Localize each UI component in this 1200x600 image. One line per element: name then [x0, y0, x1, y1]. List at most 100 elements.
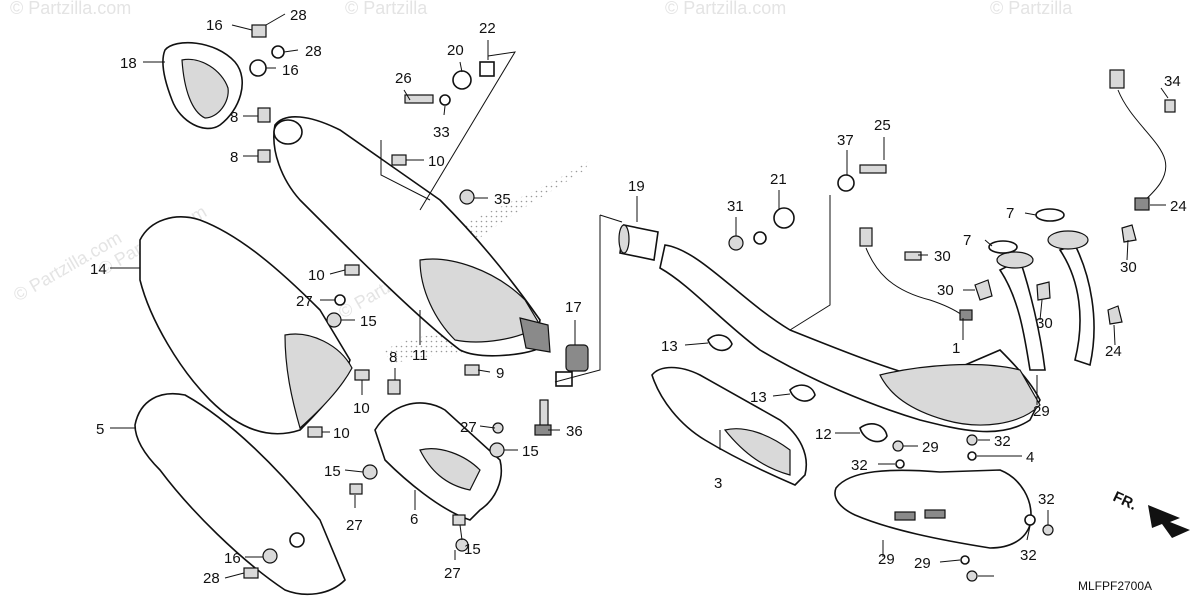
front-label: FR. [1110, 488, 1139, 514]
bolt [1042, 524, 1054, 536]
collar [243, 567, 259, 579]
callout-28: 28 [305, 43, 322, 60]
washer [271, 45, 285, 59]
callout-3: 3 [714, 475, 722, 492]
washer [837, 174, 855, 192]
callout-27: 27 [346, 517, 363, 534]
nut [728, 235, 744, 251]
callout-12: 12 [815, 426, 832, 443]
bracket-nut [1107, 305, 1123, 325]
callout-35: 35 [494, 191, 511, 208]
clip-nut [307, 426, 323, 438]
clip-nut [354, 369, 370, 381]
exhaust-gasket [988, 240, 1018, 254]
callout-15: 15 [360, 313, 377, 330]
callout-29: 32 [994, 433, 1011, 450]
washer [334, 294, 346, 306]
rubber-mount [257, 107, 271, 123]
lower-protector [134, 393, 346, 596]
clip-nut [344, 264, 360, 276]
diagram-code: MLFPF2700A [1078, 579, 1152, 593]
o2-sensor-rear [1109, 69, 1167, 211]
callout-16: 16 [282, 62, 299, 79]
callout-30: 30 [1120, 259, 1137, 276]
callout-32: 32 [851, 457, 868, 474]
grommet [773, 207, 795, 229]
o2-sensor-front [859, 227, 973, 321]
washer [753, 231, 767, 245]
callout-30: 30 [937, 282, 954, 299]
pipe-cover-small [374, 402, 502, 521]
front-direction-arrow: FR. [1110, 488, 1190, 538]
collar [251, 24, 267, 38]
washer [1024, 514, 1036, 526]
nut [489, 442, 505, 458]
callout-29: 32 [1038, 491, 1055, 508]
callout-13: 13 [750, 389, 767, 406]
bolt [859, 164, 887, 174]
callout-8: 8 [389, 349, 397, 366]
leader-lines [110, 13, 1169, 579]
callout-24: 1 [952, 340, 960, 357]
bracket-nut [974, 279, 993, 301]
pipe-band [707, 334, 733, 352]
washer [960, 555, 970, 565]
bolt [404, 94, 434, 104]
washer [967, 451, 977, 461]
callout-30: 24 [1105, 343, 1122, 360]
callout-32: 29 [914, 555, 931, 572]
bolt [966, 570, 978, 582]
callout-4: 29 [878, 551, 895, 568]
exhaust-pipe [659, 230, 1095, 433]
nut [326, 312, 342, 328]
muffler-end-cap [162, 41, 244, 130]
callout-1: 29 [1033, 403, 1050, 420]
callout-7: 7 [1006, 205, 1014, 222]
callout-16: 16 [224, 550, 241, 567]
pipe-band [859, 423, 888, 443]
callout-32: 32 [1020, 547, 1037, 564]
washer [439, 94, 451, 106]
callout-16: 16 [206, 17, 223, 34]
watermark: © Partzilla [345, 0, 428, 18]
clip-nut [391, 154, 407, 166]
washer [895, 459, 905, 469]
callout-11: 11 [412, 347, 428, 364]
callout-36: 36 [566, 423, 583, 440]
clip-nut [464, 364, 480, 376]
grommet [452, 70, 472, 90]
callout-30: 30 [1036, 315, 1053, 332]
callout-20: 20 [447, 42, 464, 59]
callout-34: 34 [1164, 73, 1181, 90]
callout-18: 18 [120, 55, 137, 72]
bolt [966, 434, 978, 446]
callout-15: 15 [522, 443, 539, 460]
exhaust-gasket [1035, 208, 1065, 222]
callout-37: 37 [837, 132, 854, 149]
callout-33: 33 [433, 124, 450, 141]
exhaust-pipe-cover-a [651, 366, 807, 486]
callout-13: 13 [661, 338, 678, 355]
callout-labels: 16 28 28 16 18 8 8 10 10 14 27 15 10 10 … [90, 7, 1187, 587]
nut [262, 548, 278, 564]
callout-19: 19 [628, 178, 645, 195]
nut [249, 59, 267, 77]
callout-7: 7 [963, 232, 971, 249]
callout-26: 26 [395, 70, 412, 87]
muffler-main [273, 115, 551, 357]
callout-15: 15 [324, 463, 341, 480]
callout-28: 28 [290, 7, 307, 24]
nut [459, 189, 475, 205]
callout-21: 21 [770, 171, 787, 188]
callout-27: 27 [460, 419, 477, 436]
callout-9: 9 [496, 365, 504, 382]
callout-27: 27 [444, 565, 461, 582]
callout-10: 10 [428, 153, 445, 170]
callout-31: 31 [727, 198, 744, 215]
callout-28: 28 [203, 570, 220, 587]
callout-10: 10 [353, 400, 370, 417]
collar [479, 61, 495, 77]
bolt [452, 514, 466, 526]
